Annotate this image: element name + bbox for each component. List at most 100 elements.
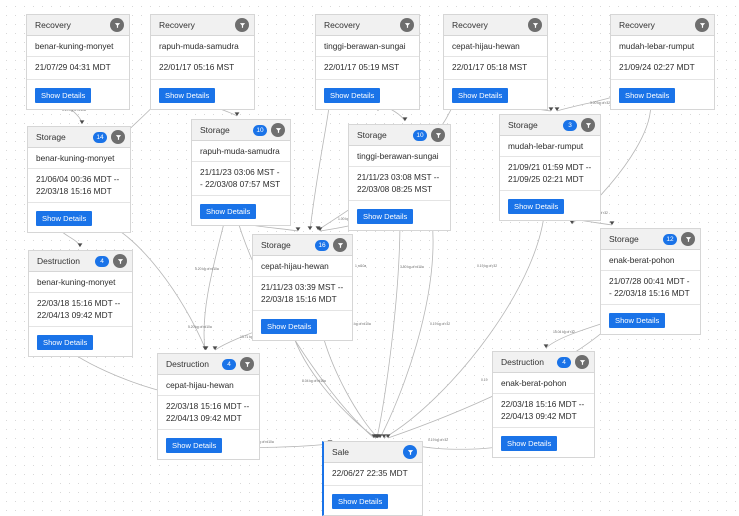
edge-arrowhead <box>79 120 85 124</box>
node-type-label: Storage <box>357 130 387 140</box>
show-details-button[interactable]: Show Details <box>619 87 676 103</box>
node-type-label: Recovery <box>35 20 71 30</box>
node-dates: 22/01/17 05:16 MST <box>151 57 254 80</box>
show-details-button[interactable]: Show Details <box>609 313 666 328</box>
node-dates: 22/03/18 15:16 MDT -- 22/04/13 09:42 MDT <box>158 396 259 430</box>
show-details-button[interactable]: Show Details <box>261 319 318 334</box>
show-details-button[interactable]: Show Details <box>332 493 389 509</box>
edge-weight-label: 3.00 kg of r32 <box>590 101 611 105</box>
node-header: Recovery <box>611 15 714 36</box>
node-type-label: Recovery <box>619 20 655 30</box>
filter-icon[interactable] <box>113 254 127 268</box>
node-name: mudah-lebar-rumput <box>611 36 714 57</box>
node-header: Storage 10 <box>192 120 290 141</box>
filter-icon[interactable] <box>695 18 709 32</box>
node-dates: 22/03/18 15:16 MDT -- 22/04/13 09:42 MDT <box>29 293 132 327</box>
edge-arrowhead <box>315 226 321 230</box>
filter-icon[interactable] <box>400 18 414 32</box>
filter-icon[interactable] <box>528 18 542 32</box>
node-name: cepat-hijau-hewan <box>158 375 259 396</box>
node-dates: 21/07/28 00:41 MDT -- 22/03/18 15:16 MDT <box>601 271 700 305</box>
show-details-button[interactable]: Show Details <box>357 209 414 224</box>
edge-weight-label: 1.04 kg of rd10a <box>250 440 274 444</box>
node-dates: 22/01/17 05:18 MST <box>444 57 547 80</box>
graph-edge <box>379 218 434 439</box>
node-type-label: Storage <box>200 125 230 135</box>
node-dates: 21/07/29 04:31 MDT <box>27 57 129 80</box>
node-count-badge: 4 <box>95 255 109 267</box>
edge-weight-label: 1 rd10a <box>355 264 367 268</box>
node-dates: 21/11/23 03:08 MST -- 22/03/08 08:25 MST <box>349 167 450 201</box>
filter-icon[interactable] <box>271 123 285 137</box>
node-name: tinggi-berawan-sungai <box>316 36 419 57</box>
filter-icon[interactable] <box>111 130 125 144</box>
node-name: mudah-lebar-rumput <box>500 136 600 157</box>
edge-arrowhead <box>381 434 387 438</box>
filter-icon[interactable] <box>575 355 589 369</box>
show-details-button[interactable]: Show Details <box>35 87 92 103</box>
show-details-button[interactable]: Show Details <box>36 211 93 226</box>
edge-weight-label: 3.50 kg of rd10a <box>400 265 424 269</box>
node-name: enak-berat-pohon <box>493 373 594 394</box>
edge-arrowhead <box>554 107 560 111</box>
node-header: Recovery <box>27 15 129 36</box>
show-details-button[interactable]: Show Details <box>324 87 381 103</box>
edge-weight-label: 0.19 kg of r32 <box>428 438 449 442</box>
node-actions: Show Details <box>349 201 450 230</box>
edge-weight-label: 0.19 kg of r32 <box>430 322 451 326</box>
show-details-button[interactable]: Show Details <box>501 436 558 451</box>
node-type-label: Recovery <box>452 20 488 30</box>
edge-weight-label: 15.04 kg of r32 <box>553 330 575 334</box>
node-count-badge: 10 <box>253 124 267 136</box>
edge-arrowhead <box>317 227 323 231</box>
filter-icon[interactable] <box>333 238 347 252</box>
node-header: Recovery <box>444 15 547 36</box>
node-dates: 21/11/23 03:39 MST -- 22/03/18 15:16 MDT <box>253 277 352 311</box>
node-actions: Show Details <box>324 486 422 515</box>
filter-icon[interactable] <box>581 118 595 132</box>
show-details-button[interactable]: Show Details <box>452 87 509 103</box>
node-type-label: Storage <box>609 234 639 244</box>
node-count-badge: 16 <box>315 239 329 251</box>
node-name: cepat-hijau-hewan <box>444 36 547 57</box>
filter-icon[interactable] <box>681 232 695 246</box>
node-type-label: Destruction <box>166 359 209 369</box>
filter-icon[interactable] <box>235 18 249 32</box>
edge-arrowhead <box>234 112 240 116</box>
node-dates: 22/06/27 22:35 MDT <box>324 463 422 486</box>
node-name: benar-kuning-monyet <box>28 148 130 169</box>
show-details-button[interactable]: Show Details <box>508 199 565 214</box>
edge-weight-label: 5.20 kg of rd10a <box>188 325 212 329</box>
filter-icon[interactable] <box>431 128 445 142</box>
show-details-button[interactable]: Show Details <box>200 204 257 219</box>
show-details-button[interactable]: Show Details <box>159 87 216 103</box>
edge-arrowhead <box>203 346 209 350</box>
node-name: tinggi-berawan-sungai <box>349 146 450 167</box>
show-details-button[interactable]: Show Details <box>166 438 223 453</box>
filter-icon[interactable] <box>110 18 124 32</box>
show-details-button[interactable]: Show Details <box>37 335 94 350</box>
filter-icon[interactable] <box>240 357 254 371</box>
filter-icon[interactable] <box>403 445 417 459</box>
graph-edge <box>319 323 379 439</box>
